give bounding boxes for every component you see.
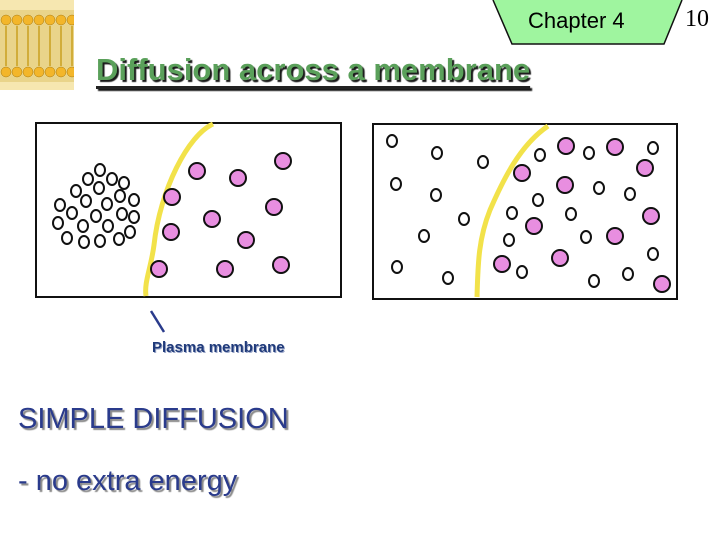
membrane-pointer-line xyxy=(149,310,166,333)
chapter-tab xyxy=(492,0,683,45)
bullet-no-extra-energy: - no extra energy xyxy=(18,465,238,497)
chapter-label: Chapter 4 xyxy=(528,8,625,33)
molecules-right xyxy=(386,134,659,288)
membrane-line-right xyxy=(474,123,550,298)
membrane-line-left xyxy=(143,121,215,297)
page-number: 10 xyxy=(685,6,709,32)
membrane-corner-image xyxy=(0,0,74,90)
before-panel xyxy=(35,122,342,298)
plasma-membrane-label: Plasma membrane xyxy=(152,339,285,356)
molecule-cluster xyxy=(52,163,140,249)
pink-molecules-left xyxy=(150,152,292,278)
bullet-simple-diffusion: SIMPLE DIFFUSION xyxy=(18,403,289,435)
pink-molecules-right xyxy=(493,137,671,293)
slide-title: Diffusion across a membrane xyxy=(96,52,531,87)
